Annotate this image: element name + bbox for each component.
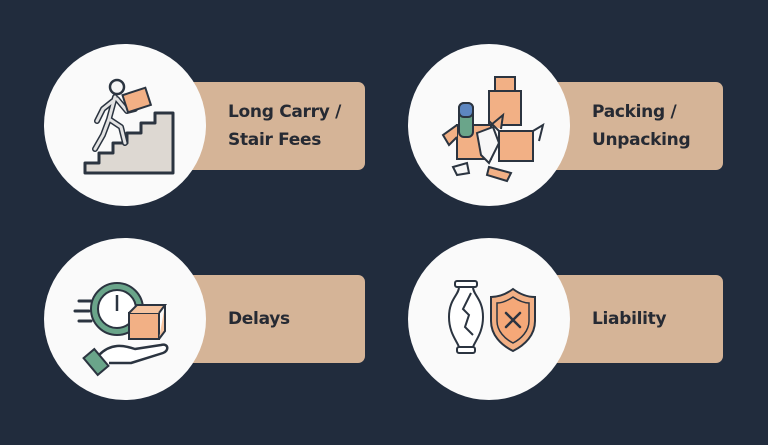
icon-circle	[44, 238, 206, 400]
item-label: Long Carry / Stair Fees	[228, 102, 342, 150]
icon-circle	[44, 44, 206, 206]
icon-circle	[408, 238, 570, 400]
label-card: Packing / Unpacking	[545, 82, 723, 170]
item-label: Liability	[592, 309, 667, 329]
person-carrying-box-up-stairs-icon	[83, 78, 175, 175]
broken-vase-icon	[447, 280, 485, 354]
icon-circle	[408, 44, 570, 206]
item-label: Delays	[228, 309, 290, 329]
item-label: Packing / Unpacking	[592, 102, 691, 150]
label-card: Liability	[545, 275, 723, 363]
label-card: Delays	[185, 275, 365, 363]
clock-with-box-on-hand-icon	[73, 282, 169, 377]
shield-x-icon	[490, 287, 536, 353]
open-boxes-with-items-icon	[441, 76, 545, 183]
broken-vase-and-shield-icon	[447, 280, 536, 354]
label-card: Long Carry / Stair Fees	[185, 82, 365, 170]
